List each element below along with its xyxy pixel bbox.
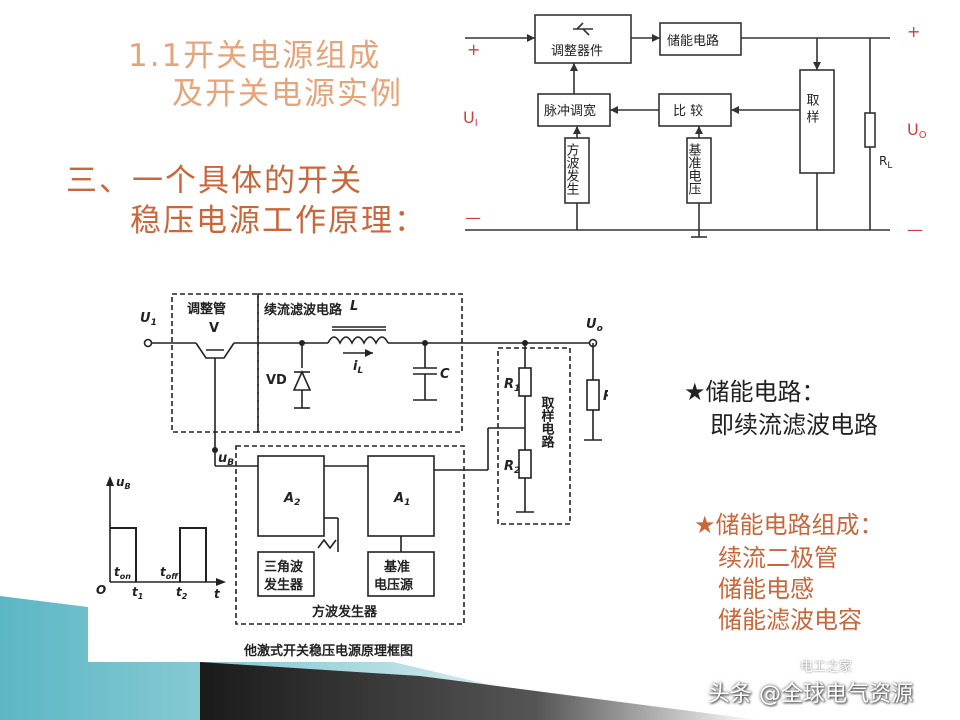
- a2-label: A2: [283, 491, 300, 508]
- note2-item-1: 续流二极管: [718, 544, 838, 572]
- note2-item-3: 储能滤波电容: [718, 606, 862, 634]
- vref-line1: 基准: [383, 559, 410, 575]
- triangle-gen-line2: 发生器: [263, 577, 304, 593]
- minus-in: —: [465, 208, 481, 227]
- diode-label: VD: [266, 373, 287, 388]
- note1-text: 即续流滤波电路: [710, 411, 878, 439]
- r1-label: R1: [504, 377, 520, 394]
- plus-out: +: [907, 22, 920, 41]
- slide-title-line1: 1.1开关电源组成: [128, 38, 382, 74]
- ui-label: UI: [463, 108, 478, 129]
- sampling-circuit-label: 取样电路: [539, 396, 555, 448]
- waveform-toff: toff: [160, 565, 179, 581]
- triangle-gen-line1: 三角波: [264, 559, 304, 575]
- block-diagram: 调整器件 储能电路 脉冲调宽 比 较 取 样 方波发生 基准电压 + + — —…: [463, 14, 927, 239]
- block-storage: 储能电路: [667, 33, 719, 49]
- inductor-label: L: [350, 299, 358, 314]
- note-storage-components: ★储能电路组成：: [694, 505, 884, 540]
- r2-label: R2: [504, 459, 520, 476]
- regulator-tube-label: 调整管: [187, 301, 226, 317]
- uo-label: UO: [907, 120, 927, 141]
- block-square-gen: 方波发生: [564, 142, 580, 195]
- watermark-small: 电工之家: [800, 660, 853, 675]
- circuit-schematic: 调整管 V 续流滤波电路 L iL VD C U1 Uo R1 R2 RL uB…: [96, 293, 608, 659]
- filter-label: 续流滤波电路: [264, 302, 343, 318]
- waveform-t-axis: t: [214, 587, 221, 601]
- block-vref: 基准电压: [686, 143, 702, 195]
- capacitor-label: C: [440, 367, 450, 382]
- block-pwm: 脉冲调宽: [544, 103, 596, 119]
- block-sampling: 取 样: [804, 93, 820, 124]
- square-gen-label: 方波发生器: [312, 604, 378, 620]
- uo-label-circuit: Uo: [586, 317, 603, 334]
- section-heading-line1: 三、一个具体的开关: [66, 163, 363, 199]
- waveform-pulses: [110, 527, 207, 582]
- note2-item-2: 储能电感: [718, 575, 814, 603]
- current-label: iL: [353, 359, 363, 376]
- waveform-y-label: uB: [116, 475, 131, 491]
- bottom-decor-bar: [0, 596, 760, 720]
- u1-label: U1: [140, 311, 157, 328]
- waveform-origin: O: [96, 583, 106, 597]
- slide-title-line2: 及开关电源实例: [172, 76, 403, 112]
- waveform-t2: t2: [176, 585, 188, 601]
- note2-heading: ★储能电路组成：: [694, 511, 884, 539]
- block-regulator: 调整器件: [551, 44, 603, 59]
- rl-label-circuit: RL: [603, 389, 608, 406]
- a1-label: A1: [393, 491, 410, 508]
- transistor-label: V: [209, 321, 219, 336]
- plus-in: +: [467, 40, 480, 59]
- note1-heading: ★储能电路：: [684, 378, 826, 406]
- vref-line2: 电压源: [374, 577, 413, 593]
- block-compare: 比 较: [673, 104, 703, 119]
- section-heading-line2: 稳压电源工作原理：: [130, 203, 427, 239]
- minus-out: —: [907, 220, 923, 239]
- waveform-ton: ton: [114, 565, 131, 581]
- ub-label: uB: [218, 451, 234, 468]
- watermark: 头条 @全球电气资源: [708, 682, 913, 707]
- note-storage-circuit: ★储能电路：: [684, 372, 826, 407]
- waveform-t1: t1: [132, 585, 143, 601]
- circuit-caption: 他激式开关稳压电源原理框图: [243, 643, 413, 659]
- rl-label: RL: [879, 154, 892, 171]
